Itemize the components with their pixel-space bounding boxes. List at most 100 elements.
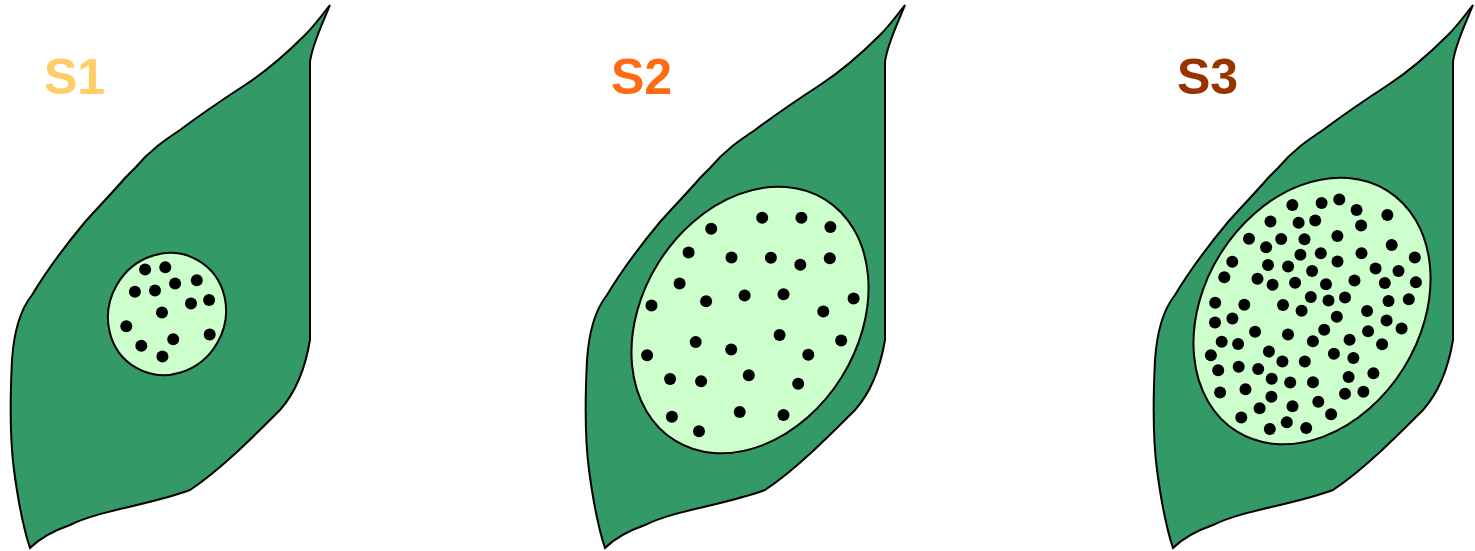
- particle-dot: [802, 349, 814, 361]
- particle-dot: [139, 263, 151, 275]
- particle-dot: [135, 340, 147, 352]
- particle-dot: [191, 274, 203, 286]
- particle-dot: [1306, 265, 1318, 277]
- particle-dot: [674, 278, 686, 290]
- particle-dot: [835, 334, 847, 346]
- particle-dot: [683, 247, 695, 259]
- particle-dot: [1333, 194, 1345, 206]
- particle-dot: [817, 305, 829, 317]
- vacuole: [583, 142, 917, 497]
- particle-dot: [204, 329, 216, 341]
- particle-dot: [1381, 209, 1393, 221]
- particle-dot: [641, 349, 653, 361]
- particle-dot: [824, 221, 836, 233]
- particle-dot: [1299, 233, 1311, 245]
- vacuole: [1145, 133, 1475, 488]
- particle-dot: [1396, 322, 1408, 334]
- particle-dot: [646, 300, 658, 312]
- stage-label: S1: [44, 52, 105, 102]
- particle-dot: [1331, 311, 1343, 323]
- particle-dot: [756, 212, 768, 224]
- particle-dot: [1260, 241, 1272, 253]
- leaf-cell: [11, 5, 330, 548]
- particle-dot: [1300, 422, 1312, 434]
- particle-dot: [1316, 197, 1328, 209]
- particle-dot: [1328, 348, 1340, 360]
- stage-label: S3: [1177, 52, 1238, 102]
- particle-dot: [1323, 295, 1335, 307]
- particle-dot: [1214, 386, 1226, 398]
- particle-dot: [1309, 215, 1321, 227]
- particle-dot: [1409, 252, 1421, 264]
- particle-dot: [1355, 219, 1367, 231]
- particle-dot: [1218, 271, 1230, 283]
- particle-dot: [1347, 352, 1359, 364]
- particle-dot: [778, 409, 790, 421]
- particle-dot: [824, 252, 836, 264]
- particle-dot: [1403, 293, 1415, 305]
- particle-dot: [1238, 299, 1250, 311]
- particle-dot: [120, 320, 132, 332]
- particle-dot: [1383, 295, 1395, 307]
- particle-dot: [167, 333, 179, 345]
- particle-dot: [1325, 408, 1337, 420]
- particle-dot: [156, 351, 168, 363]
- particle-dot: [1263, 346, 1275, 358]
- particle-dot: [795, 212, 807, 224]
- particle-dot: [1320, 278, 1332, 290]
- particle-dot: [1254, 402, 1266, 414]
- particle-dot: [1361, 305, 1373, 317]
- particle-dot: [1226, 256, 1238, 268]
- particle-dot: [1307, 335, 1319, 347]
- particle-dot: [734, 406, 746, 418]
- particle-dot: [1243, 233, 1255, 245]
- particle-dot: [156, 307, 168, 319]
- particle-dot: [1205, 349, 1217, 361]
- particle-dot: [1315, 247, 1327, 259]
- particle-dot: [1235, 411, 1247, 423]
- particle-dot: [774, 329, 786, 341]
- particle-dot: [1305, 291, 1317, 303]
- particle-dot: [664, 373, 676, 385]
- particle-dot: [1209, 297, 1221, 309]
- particle-dot: [743, 369, 755, 381]
- particle-dot: [1252, 273, 1264, 285]
- particle-dot: [1267, 279, 1279, 291]
- particle-dot: [1332, 256, 1344, 268]
- particle-dot: [1216, 336, 1228, 348]
- particle-dot: [1318, 324, 1330, 336]
- particle-dot: [700, 295, 712, 307]
- particle-dot: [1282, 261, 1294, 273]
- particle-dot: [1293, 217, 1305, 229]
- particle-dot: [1282, 328, 1294, 340]
- particle-dot: [726, 252, 738, 264]
- particle-dot: [149, 285, 161, 297]
- particle-dot: [1276, 356, 1288, 368]
- particle-dot: [185, 298, 197, 310]
- particle-dot: [1343, 371, 1355, 383]
- particle-dot: [1232, 338, 1244, 350]
- particle-dot: [169, 278, 181, 290]
- particle-dot: [1287, 400, 1299, 412]
- particle-dot: [1249, 326, 1261, 338]
- particle-dot: [739, 290, 751, 302]
- particle-dot: [203, 294, 215, 306]
- particle-dot: [1312, 396, 1324, 408]
- particle-dot: [1264, 423, 1276, 435]
- particle-dot: [1339, 292, 1351, 304]
- particle-dot: [1331, 230, 1343, 242]
- particle-dot: [1376, 338, 1388, 350]
- particle-dot: [1266, 373, 1278, 385]
- particle-dot: [725, 344, 737, 356]
- particle-dot: [1344, 334, 1356, 346]
- particle-dot: [1281, 416, 1293, 428]
- particle-dot: [1289, 277, 1301, 289]
- particle-dot: [159, 261, 171, 273]
- particle-dot: [1356, 247, 1368, 259]
- particle-dot: [705, 223, 717, 235]
- particle-dot: [1351, 204, 1363, 216]
- particle-dot: [1296, 305, 1308, 317]
- particle-dot: [1362, 325, 1374, 337]
- particle-dot: [1379, 277, 1391, 289]
